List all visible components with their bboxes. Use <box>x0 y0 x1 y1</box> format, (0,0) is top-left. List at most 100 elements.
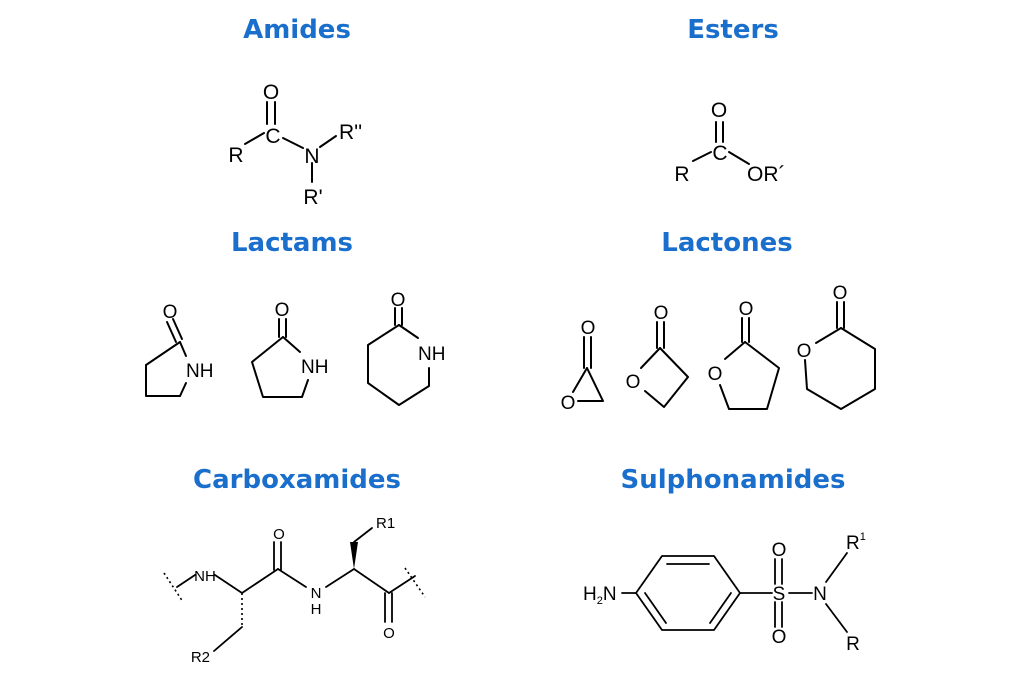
sulphonamide-benzene-ring <box>635 555 741 631</box>
gamma-lactam-oxygen: O <box>275 300 290 321</box>
delta-lactone-co-ring-bond <box>815 327 842 344</box>
carboxamide-nh-label-left: NH <box>194 568 216 585</box>
beta-lactam-nh: NH <box>186 361 213 382</box>
carboxamide-r1: R1 <box>376 515 395 532</box>
sulphonamide-oxygen-bottom: O <box>772 627 787 648</box>
carboxamide-bond-4 <box>277 568 307 588</box>
sulphonamide-ring-double-bond-2 <box>709 592 732 624</box>
title-lactams: Lactams <box>230 228 354 258</box>
beta-lactone-carbonyl-oxygen: O <box>654 303 669 324</box>
amide-cn-bond <box>282 137 304 149</box>
sulphonamide-h2n-h: H <box>583 584 597 605</box>
ester-r: R <box>674 163 689 186</box>
gamma-lactone-ring-oxygen: O <box>708 364 723 385</box>
amide-structure: O C N R R' R'' <box>228 81 362 209</box>
beta-lactam-ring <box>145 341 181 397</box>
amide-carbon: C <box>265 125 280 148</box>
gamma-lactone-carbonyl-oxygen: O <box>739 299 754 320</box>
beta-lactam-oxygen: O <box>163 302 178 323</box>
sulphonamide-r1-r: R <box>846 533 860 554</box>
amide-rc-bond <box>244 132 265 145</box>
alpha-lactone-co-ring-bond <box>572 367 588 393</box>
title-sulphonamides: Sulphonamides <box>620 465 846 495</box>
beta-lactone-co-ring-bond <box>640 347 661 369</box>
title-esters: Esters <box>687 15 779 45</box>
carboxamide-r1-bond <box>353 527 373 543</box>
amide-r: R <box>228 144 243 167</box>
carboxamide-hydrogen: H <box>311 601 322 618</box>
carboxamide-oxygen-top: O <box>273 526 285 543</box>
sulphonamide-h2n: H2N <box>583 584 617 607</box>
carboxamide-solid-wedge <box>350 542 358 569</box>
ester-structure: O C R OR´ <box>674 99 785 186</box>
sulphonamide-nr-bond <box>825 603 848 633</box>
amide-oxygen: O <box>263 81 279 104</box>
gamma-lactam-ring <box>251 336 309 398</box>
delta-lactam-nh: NH <box>418 344 445 365</box>
title-amides: Amides <box>243 15 351 45</box>
beta-lactone-ring-oxygen: O <box>626 372 641 393</box>
beta-lactam-cn-bond <box>179 341 187 357</box>
delta-lactone: O O <box>797 283 876 410</box>
amide-nr2-bond <box>319 135 337 148</box>
beta-lactone-ring <box>644 347 689 408</box>
carboxamide-r2: R2 <box>191 649 210 666</box>
title-lactones: Lactones <box>661 228 793 258</box>
beta-lactam: O NH <box>145 302 213 397</box>
delta-lactone-carbonyl-oxygen: O <box>833 283 848 304</box>
gamma-lactone-co-ring-bond <box>724 341 746 360</box>
sulphonamide-nr1-bond <box>825 552 848 583</box>
ester-carbon: C <box>712 142 727 165</box>
carboxamide-oxygen-bottom: O <box>383 625 395 642</box>
carboxamide-bond-7 <box>388 575 416 594</box>
gamma-lactone-ring <box>719 341 780 410</box>
sulphonamide-h2n-subscript: 2 <box>597 595 603 607</box>
beta-lactam-nc-bond <box>179 382 187 397</box>
carboxamide-right-wavy-bond <box>404 567 426 598</box>
carboxamide-bond-1 <box>176 574 196 588</box>
sulphonamide-sulfur: S <box>773 584 786 605</box>
delta-lactone-ring <box>804 327 876 410</box>
carboxamide-structure: NH O N H O R1 R2 <box>163 515 426 666</box>
sulphonamide-r1: R1 <box>846 531 866 554</box>
gamma-lactam: O NH <box>251 300 328 398</box>
gamma-lactam-nh: NH <box>301 357 328 378</box>
carboxamide-bond-3 <box>241 568 279 594</box>
amide-nitrogen: N <box>304 145 319 168</box>
carboxamide-bond-2 <box>214 574 243 594</box>
sulphonamide-r: R <box>846 634 860 655</box>
delta-lactam-ring <box>367 324 430 406</box>
sulphonamide-r1-superscript: 1 <box>860 531 866 543</box>
alpha-lactone: O O <box>561 318 604 414</box>
ester-oxygen: O <box>711 99 727 122</box>
gamma-lactone: O O <box>708 299 780 410</box>
beta-lactone: O O <box>626 303 689 408</box>
beta-lactam-co-bond-1 <box>166 321 177 343</box>
delta-lactam-cn-bond <box>398 324 419 339</box>
carboxamide-nitrogen: N <box>311 585 322 602</box>
carboxamide-bond-6 <box>353 568 390 594</box>
ester-or-prime: OR´ <box>747 163 786 186</box>
amide-r-double-prime: R'' <box>339 121 362 144</box>
sulphonamide-oxygen-top: O <box>772 540 787 561</box>
alpha-lactone-carbonyl-oxygen: O <box>581 318 596 339</box>
beta-lactam-co-bond-2 <box>172 318 183 340</box>
sulphonamide-structure: H2N S O O N R1 R <box>583 531 866 655</box>
gamma-lactam-cn-bond <box>282 336 301 353</box>
title-carboxamides: Carboxamides <box>193 465 401 495</box>
delta-lactone-ring-oxygen: O <box>797 341 812 362</box>
carboxamide-bond-5 <box>325 568 355 588</box>
delta-lactam: O NH <box>367 290 445 406</box>
sulphonamide-ring-double-bond-3 <box>644 592 667 624</box>
carboxamide-r2-bond <box>213 626 243 652</box>
ester-rc-bond <box>692 151 712 162</box>
alpha-lactone-ring-oxygen: O <box>561 393 576 414</box>
delta-lactam-oxygen: O <box>391 290 406 311</box>
amide-r-prime: R' <box>303 186 322 209</box>
carboxamide-left-wavy-bond <box>163 572 184 603</box>
alpha-lactone-ring <box>577 367 604 402</box>
sulphonamide-h2n-n: N <box>603 584 617 605</box>
ester-co-single-bond <box>728 151 750 165</box>
sulphonamide-nitrogen: N <box>813 584 827 605</box>
